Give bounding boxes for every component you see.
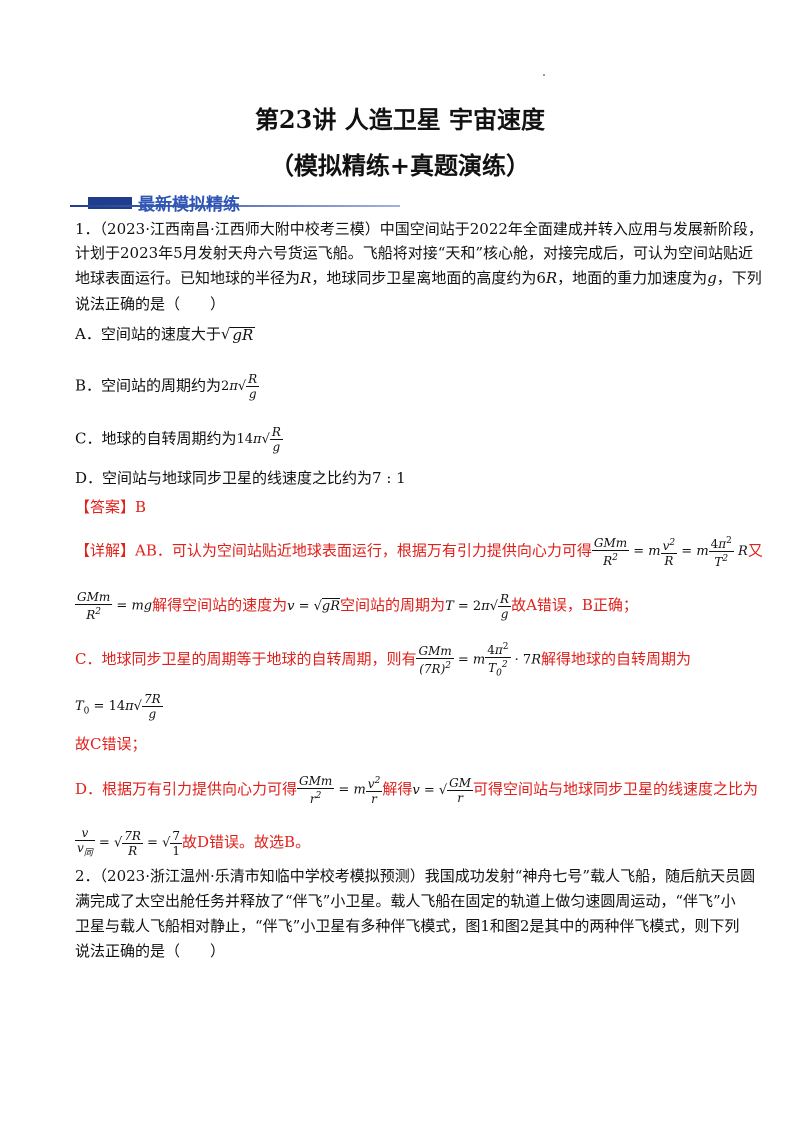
var-6R: 6R <box>536 269 558 287</box>
section-label: 最新模拟精练 <box>138 195 240 215</box>
section-banner: 最新模拟精练 <box>70 193 430 215</box>
q2-line4: 说法正确的是（ ） <box>75 942 226 960</box>
q1-line3: 地球表面运行。已知地球的半径为R，地球同步卫星离地面的高度约为6R，地面的重力加… <box>75 269 762 287</box>
q1-line4: 说法正确的是（ ） <box>75 295 226 313</box>
q1-option-d: D．空间站与地球同步卫星的线速度之比约为7 : 1 <box>75 469 406 487</box>
q1-answer: 【答案】B <box>75 498 147 516</box>
q1-line1: 1．（2023·江西南昌·江西师大附中校考三模）中国空间站于2022年全面建成并… <box>75 220 763 238</box>
q1-explanation-5: 故C错误； <box>75 735 147 753</box>
banner-bar-icon <box>88 197 132 209</box>
page-title: 第23讲 人造卫星 宇宙速度 <box>254 105 546 134</box>
formula-ratio: 7 : 1 <box>372 469 406 487</box>
formula-v: v = √gR <box>287 597 341 614</box>
page-subtitle: （模拟精练+真题演练） <box>269 151 531 180</box>
q2-line1: 2．（2023·浙江温州·乐清市知临中学校考模拟预测）我国成功发射“神舟七号”载… <box>75 867 756 885</box>
var-R: R <box>300 269 312 287</box>
formula-sqrt-gR: √gR <box>220 325 256 344</box>
banner-underline <box>70 205 400 207</box>
stray-dot <box>543 74 545 76</box>
q1-option-a: A．空间站的速度大于√gR <box>75 325 256 344</box>
q2-line3: 卫星与载人飞船相对静止，“伴飞”小卫星有多种伴飞模式，图1和图2是其中的两种伴飞… <box>75 917 740 935</box>
var-g: g <box>707 269 717 287</box>
q1-line2: 计划于2023年5月发射天舟六号货运飞船。飞船将对接“天和”核心舱，对接完成后，… <box>75 244 754 262</box>
q2-line2: 满完成了太空出舱任务并释放了“伴飞”小卫星。载人飞船在固定的轨道上做匀速圆周运动… <box>75 892 736 910</box>
